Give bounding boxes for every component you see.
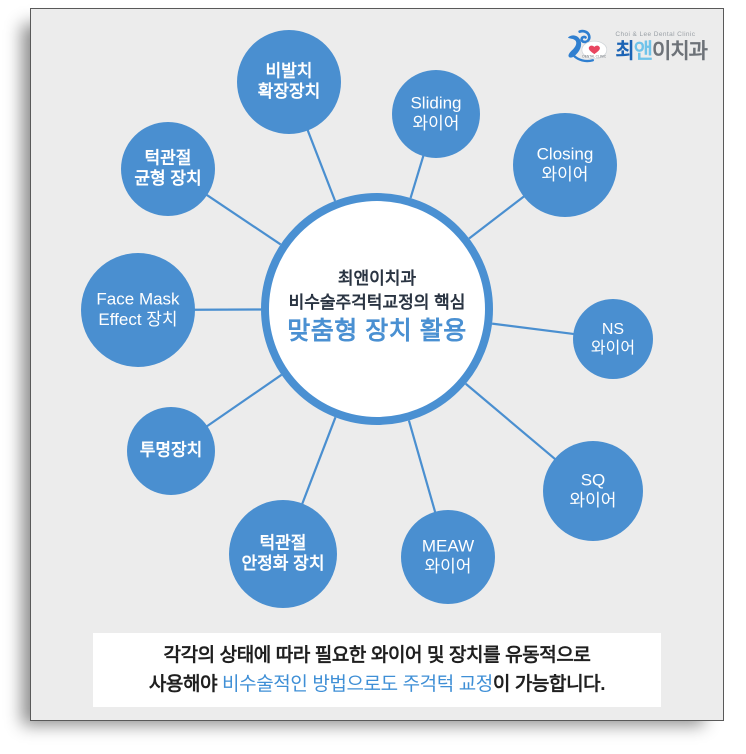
center-line-1: 최앤이치과 bbox=[338, 269, 417, 288]
connector-clear-device bbox=[205, 373, 283, 428]
center-ring bbox=[261, 193, 493, 425]
connector-closing bbox=[468, 195, 526, 240]
dental-swoosh-logo-icon: DENTAL CLINIC bbox=[568, 29, 608, 63]
center-line-3: 맞춤형 장치 활용 bbox=[287, 317, 466, 345]
caption-highlight: 비수술적인 방법으로도 주걱턱 교정 bbox=[222, 673, 493, 695]
node-circle-sq-wire[interactable] bbox=[543, 441, 643, 541]
node-label-meaw-wire-2: 와이어 bbox=[425, 557, 472, 576]
node-label-face-mask-2: Effect 장치 bbox=[98, 310, 177, 329]
clinic-logo[interactable]: DENTAL CLINIC Choi & Lee Dental Clinic 최… bbox=[565, 25, 708, 69]
center-line-2: 비수술주걱턱교정의 핵심 bbox=[289, 293, 466, 312]
node-label-meaw-wire-1: MEAW bbox=[422, 537, 474, 556]
connector-ns-wire bbox=[491, 322, 575, 336]
connector-lines bbox=[193, 129, 575, 514]
node-label-tmj-stable-2: 안정화 장치 bbox=[242, 554, 325, 573]
node-label-bibalchi-1: 비발치 bbox=[266, 62, 313, 81]
svg-text:DENTAL CLINIC: DENTAL CLINIC bbox=[583, 54, 607, 58]
node-circle-tmj-stable[interactable] bbox=[229, 500, 337, 608]
node-circle-bibalchi[interactable] bbox=[237, 30, 341, 134]
connector-tmj-stable bbox=[300, 416, 337, 505]
node-label-sq-wire-1: SQ bbox=[581, 471, 606, 490]
caption-bar: 각각의 상태에 따라 필요한 와이어 및 장치를 유동적으로 사용해야 비수술적… bbox=[93, 633, 661, 707]
logo-kr-part-3: 이치과 bbox=[652, 40, 708, 64]
center-hub: 최앤이치과 비수술주걱턱교정의 핵심 맞춤형 장치 활용 bbox=[261, 193, 493, 425]
node-circle-clear-device[interactable] bbox=[127, 407, 215, 495]
connector-sliding bbox=[409, 154, 425, 199]
node-circle-ns-wire[interactable] bbox=[573, 299, 653, 379]
node-circle-sliding[interactable] bbox=[392, 70, 480, 158]
node-circle-tmj-balance[interactable] bbox=[121, 122, 215, 216]
logo-kr-part-1: 최 bbox=[615, 40, 634, 64]
node-circles: 비발치확장장치Sliding와이어Closing와이어NS와이어SQ와이어MEA… bbox=[81, 30, 653, 608]
logo-text-block: Choi & Lee Dental Clinic 최앤이치과 bbox=[615, 30, 708, 64]
node-label-tmj-balance-1: 턱관절 bbox=[145, 148, 192, 168]
logo-english-name: Choi & Lee Dental Clinic bbox=[615, 30, 696, 38]
node-clear-device[interactable]: 투명장치 bbox=[127, 407, 215, 495]
node-label-ns-wire-1: NS bbox=[602, 321, 624, 338]
caption-line-2-pre: 사용해야 bbox=[148, 673, 223, 695]
node-label-closing-1: Closing bbox=[537, 145, 594, 164]
connector-bibalchi bbox=[306, 129, 337, 202]
node-label-sliding-2: 와이어 bbox=[413, 114, 460, 133]
logo-kr-part-2: 앤 bbox=[633, 40, 653, 64]
connector-tmj-balance bbox=[205, 193, 282, 246]
node-label-bibalchi-2: 확장장치 bbox=[258, 82, 321, 101]
node-label-sq-wire-2: 와이어 bbox=[570, 491, 617, 510]
node-label-face-mask-1: Face Mask bbox=[96, 290, 180, 309]
caption-line-2: 사용해야 비수술적인 방법으로도 주걱턱 교정이 가능합니다. bbox=[148, 672, 606, 697]
infographic-canvas: DENTAL CLINIC Choi & Lee Dental Clinic 최… bbox=[31, 9, 723, 720]
node-label-closing-2: 와이어 bbox=[542, 165, 589, 184]
caption-line-2-post: 이 가능합니다. bbox=[492, 673, 606, 695]
node-label-ns-wire-2: 와이어 bbox=[591, 339, 635, 357]
node-circle-closing[interactable] bbox=[513, 113, 617, 217]
node-label-tmj-stable-1: 턱관절 bbox=[260, 533, 307, 553]
node-label-tmj-balance-2: 균형 장치 bbox=[134, 168, 201, 188]
node-circle-face-mask[interactable] bbox=[81, 253, 195, 367]
node-circle-meaw-wire[interactable] bbox=[401, 510, 495, 604]
node-label-clear-device-1: 투명장치 bbox=[140, 440, 203, 459]
connector-meaw-wire bbox=[407, 420, 437, 514]
logo-korean-name: 최앤이치과 bbox=[615, 40, 708, 64]
node-label-sliding-1: Sliding bbox=[410, 94, 461, 113]
connector-sq-wire bbox=[464, 382, 557, 461]
caption-line-1: 각각의 상태에 따라 필요한 와이어 및 장치를 유동적으로 bbox=[163, 645, 591, 667]
